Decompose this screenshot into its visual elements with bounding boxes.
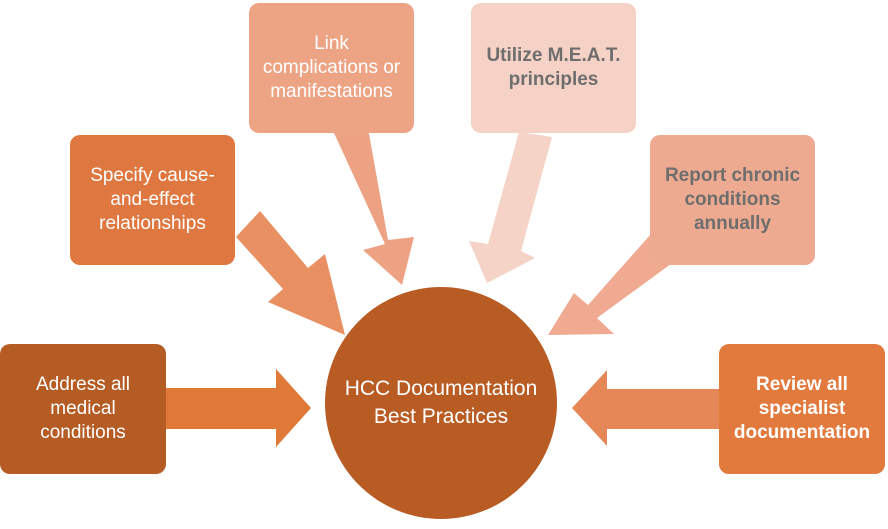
node-report-chronic-conditions: Report chronic conditions annually [650,135,815,265]
node-label: Report chronic conditions annually [664,165,801,234]
node-label: Link complications or manifestations [262,33,401,102]
arrow-link [334,128,414,285]
node-label: Address all medical conditions [36,374,130,443]
node-utilize-meat-principles: Utilize M.E.A.T. principles [471,3,636,133]
arrow-specify [236,211,345,335]
node-label: Specify cause-and-effect relationships [90,165,215,234]
center-label: HCC Documentation Best Practices [344,377,538,428]
node-specify-cause-and-effect: Specify cause-and-effect relationships [70,135,235,265]
arrow-review [572,370,720,446]
arrow-meat [469,132,552,283]
arrow-chronic [548,234,675,335]
node-link-complications: Link complications or manifestations [249,3,414,133]
node-review-specialist-documentation: Review all specialist documentation [719,344,885,474]
node-address-all-medical-conditions: Address all medical conditions [0,344,166,474]
center-circle: HCC Documentation Best Practices [325,287,557,519]
node-label: Review all specialist documentation [733,374,871,443]
arrow-address [166,369,311,447]
node-label: Utilize M.E.A.T. principles [486,45,621,90]
